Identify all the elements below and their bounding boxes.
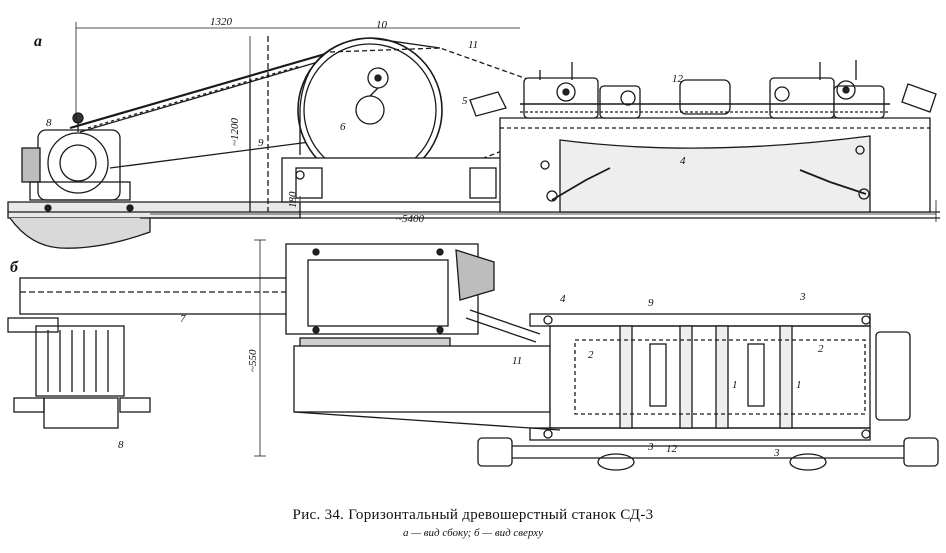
view-label-top: б [10,259,19,276]
side-dimensions [75,22,937,222]
part-label: 11 [512,355,522,367]
part-label: 12 [672,73,684,85]
part-label: 9 [648,297,654,309]
part-label: 6 [340,121,346,133]
bottom-housing [293,345,551,413]
part-label: 4 [680,155,686,167]
figure-caption-subtitle: а — вид сбоку; б — вид сверху [402,527,543,539]
part-label: 9 [258,137,264,149]
dim-base-height: 180 [287,191,299,208]
view-label-side: а [34,33,42,50]
top-motor [35,325,125,397]
part-label: 1 [732,379,738,391]
part-label: 3 [773,447,780,459]
part-label: 3 [647,441,654,453]
dim-overall-length: ~5400 [396,213,424,225]
part-label: 12 [666,443,678,455]
part-label: 1 [796,379,802,391]
top-dimensions [254,239,266,457]
dim-top-width: ~550 [247,349,259,372]
machine-drawing: а б 1320 ~1200 180 ~5400 ~550 10 11 8 12… [7,16,940,471]
figure-caption-title: Рис. 34. Горизонтальный древошерстный ст… [292,507,654,523]
part-label: 7 [180,313,186,325]
part-label: 11 [468,39,478,51]
side-view [7,36,940,249]
part-label: 10 [376,19,388,31]
part-label: 2 [818,343,824,355]
part-label: 8 [118,439,124,451]
part-label: 4 [560,293,566,305]
part-label: 8 [46,117,52,129]
part-label: 3 [799,291,806,303]
dim-length-top: 1320 [210,16,233,28]
part-label: 2 [588,349,594,361]
top-view [7,243,939,471]
part-label: 5 [462,95,468,107]
dim-height-side: ~1200 [229,118,241,146]
